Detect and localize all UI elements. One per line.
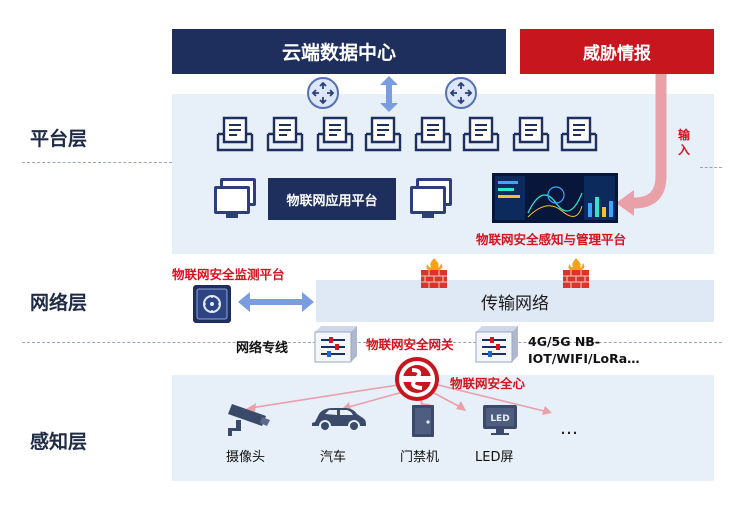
server-icon <box>216 116 254 152</box>
server-icon <box>364 116 402 152</box>
server-icon <box>560 116 598 152</box>
perception-layer-band <box>172 375 714 481</box>
platform-layer-label: 平台层 <box>30 128 88 150</box>
led-icon: LED <box>483 405 517 435</box>
perception-layer-label: 感知层 <box>30 431 88 453</box>
router-icon <box>307 77 339 109</box>
wireless-label: 4G/5G NB-IOT/WIFI/LoRa… <box>528 334 640 366</box>
threat-intel-box: 威胁情报 <box>520 29 714 74</box>
gateway-device-icon <box>314 326 357 363</box>
separator-upper <box>22 162 172 163</box>
private-line-label: 网络专线 <box>236 341 289 356</box>
router-icon <box>445 77 477 109</box>
gateway-device-icon <box>475 326 518 363</box>
security-center-label: 物联网安全心 <box>450 376 526 391</box>
monitor-platform-label: 物联网安全监测平台 <box>172 267 285 282</box>
security-center-badge-icon <box>395 357 439 401</box>
led-icon-text: LED <box>490 414 509 424</box>
security-platform-label: 物联网安全感知与管理平台 <box>476 232 627 247</box>
separator-upper-right <box>700 167 722 168</box>
network-layer-label: 网络层 <box>30 292 88 314</box>
cloud-data-center: 云端数据中心 <box>172 29 506 74</box>
dashboard-thumbnail <box>492 173 618 223</box>
safe-icon <box>193 285 231 323</box>
firewall-icon <box>563 258 589 288</box>
iot-app-platform: 物联网应用平台 <box>268 178 396 220</box>
camera-icon <box>228 404 270 436</box>
monitor-icon <box>214 178 256 218</box>
device-label-camera: 摄像头 <box>226 450 266 465</box>
firewall-icon <box>421 258 447 288</box>
separator-lower <box>22 342 722 343</box>
server-icon <box>316 116 354 152</box>
device-label-car: 汽车 <box>320 450 347 465</box>
server-icon <box>414 116 452 152</box>
security-gateway-label: 物联网安全网关 <box>366 337 454 352</box>
input-label: 输入 <box>678 128 691 157</box>
server-icon <box>462 116 500 152</box>
device-label-door: 门禁机 <box>400 450 440 465</box>
door-icon <box>412 405 434 437</box>
car-icon <box>312 408 366 432</box>
double-arrow-horizontal-icon <box>238 292 314 312</box>
monitor-icon <box>410 178 452 218</box>
server-icon <box>512 116 550 152</box>
double-arrow-vertical-icon <box>380 76 398 112</box>
server-icon <box>266 116 304 152</box>
device-label-led: LED屏 <box>475 450 514 465</box>
ellipsis-label: … <box>560 418 580 439</box>
transport-network: 传输网络 <box>316 280 714 322</box>
